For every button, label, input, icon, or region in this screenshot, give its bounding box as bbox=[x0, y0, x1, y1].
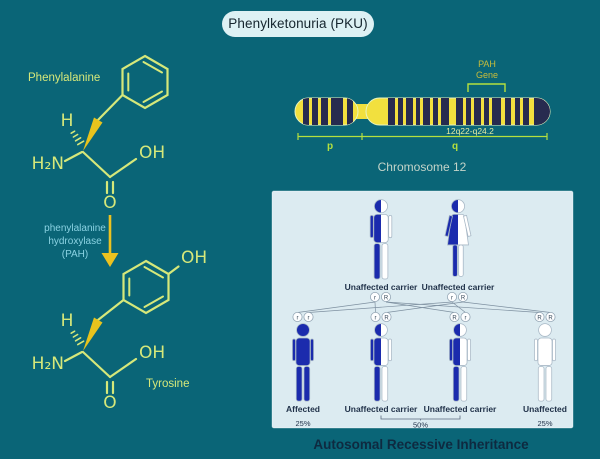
phenylalanine-label: Phenylalanine bbox=[28, 72, 100, 84]
alpha-h-label-tyrosine: H bbox=[61, 311, 74, 331]
wedge-bond bbox=[83, 117, 103, 151]
locus-label: 12q22-q24.2 bbox=[446, 126, 494, 136]
pah-gene-bracket bbox=[467, 83, 506, 92]
tyrosine-label: Tyrosine bbox=[146, 378, 189, 390]
ch2-bond bbox=[96, 93, 124, 122]
unaffected-label: Unaffected bbox=[523, 404, 567, 414]
amine-label: H₂N bbox=[32, 154, 64, 174]
svg-text:r: r bbox=[308, 315, 310, 321]
chromosome-caption: Chromosome 12 bbox=[378, 160, 467, 174]
wedge-bond-tyrosine bbox=[83, 317, 103, 351]
acid-oh-label: OH bbox=[139, 143, 165, 163]
pedigree-diagram: Unaffected carrier Unaffected carrier r … bbox=[271, 190, 574, 430]
carbonyl-o-label: O bbox=[103, 193, 116, 213]
pedigree-caption: Autosomal Recessive Inheritance bbox=[313, 437, 529, 452]
inheritance-lines bbox=[297, 301, 551, 313]
enzyme-line3: (PAH) bbox=[62, 249, 88, 260]
hashed-bond-tyrosine bbox=[70, 330, 85, 346]
benzene-ring-tyrosine bbox=[122, 259, 170, 315]
enzyme-line1: phenylalanine bbox=[44, 223, 106, 234]
page-title: Phenylketonuria (PKU) bbox=[222, 11, 374, 37]
child4-alleles: R R bbox=[534, 311, 556, 322]
carbonyl-o-label-tyrosine: O bbox=[103, 393, 116, 413]
tyrosine-structure: OH H H₂N OH O Tyrosine bbox=[32, 248, 208, 413]
svg-text:r: r bbox=[375, 315, 377, 321]
alpha-h-label: H bbox=[61, 111, 74, 131]
p-arm-label: p bbox=[327, 141, 333, 152]
amine-label-tyrosine: H₂N bbox=[32, 354, 64, 374]
svg-text:R: R bbox=[537, 315, 542, 321]
acid-oh-label-tyrosine: OH bbox=[139, 343, 165, 363]
arm-measure-line bbox=[297, 133, 548, 140]
svg-text:r: r bbox=[465, 315, 467, 321]
mother-label: Unaffected carrier bbox=[422, 282, 495, 292]
carrier2-label: Unaffected carrier bbox=[424, 404, 497, 414]
carrier-bracket bbox=[380, 415, 461, 421]
child1-alleles: r r bbox=[292, 311, 314, 322]
carrier-percent: 50% bbox=[413, 421, 428, 430]
svg-text:Gene: Gene bbox=[476, 70, 498, 80]
ch2-bond-tyrosine bbox=[96, 298, 125, 322]
svg-text:R: R bbox=[452, 315, 457, 321]
hashed-bond bbox=[70, 130, 85, 146]
svg-text:R: R bbox=[461, 295, 466, 301]
svg-text:r: r bbox=[451, 295, 453, 301]
affected-label: Affected bbox=[286, 404, 320, 414]
enzyme-label: phenylalanine hydroxylase (PAH) bbox=[44, 223, 106, 260]
affected-percent: 25% bbox=[295, 419, 310, 428]
child2-alleles: r R bbox=[370, 311, 392, 322]
svg-text:r: r bbox=[374, 295, 376, 301]
phenylalanine-structure: Phenylalanine H H₂N OH O bbox=[28, 54, 169, 213]
pedigree-panel bbox=[271, 190, 574, 429]
unaffected-percent: 25% bbox=[537, 419, 552, 428]
reaction-arrow-icon bbox=[101, 215, 119, 267]
enzyme-line2: hydroxylase bbox=[48, 236, 102, 247]
q-arm-bands bbox=[388, 98, 550, 125]
svg-text:R: R bbox=[384, 295, 389, 301]
svg-text:R: R bbox=[384, 315, 389, 321]
father-alleles: r R bbox=[369, 291, 391, 302]
q-arm-label: q bbox=[452, 141, 458, 152]
carrier1-label: Unaffected carrier bbox=[345, 404, 418, 414]
child3-alleles: R r bbox=[449, 311, 471, 322]
p-arm-bands bbox=[303, 98, 353, 125]
mother-alleles: r R bbox=[446, 291, 468, 302]
svg-text:r: r bbox=[297, 315, 299, 321]
father-label: Unaffected carrier bbox=[345, 282, 418, 292]
pah-gene-label: PAH Gene bbox=[476, 59, 498, 80]
benzene-ring bbox=[121, 54, 169, 110]
svg-text:R: R bbox=[548, 315, 553, 321]
chromosome-diagram: PAH Gene bbox=[294, 59, 551, 174]
ring-oh-label: OH bbox=[181, 248, 207, 268]
svg-text:PAH: PAH bbox=[478, 59, 496, 69]
